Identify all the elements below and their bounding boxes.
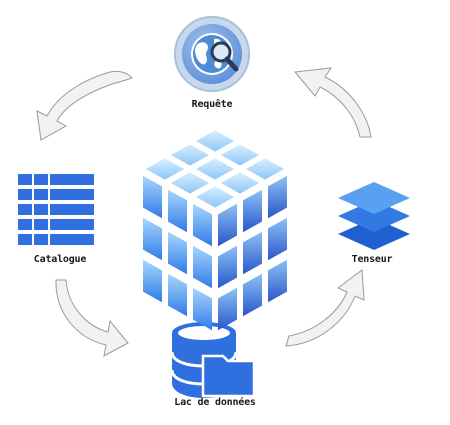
table-grid-icon <box>18 174 94 245</box>
cube-right-cell <box>243 273 262 317</box>
cube-right-cell <box>218 287 237 331</box>
cube-top-cell <box>196 158 234 180</box>
cube-right-cell <box>243 231 262 275</box>
cube-top-cell <box>221 144 259 166</box>
node-label-tensor: Tenseur <box>351 254 393 265</box>
cube-left-cell <box>193 287 212 331</box>
node-label-data-lake: Lac de données <box>174 397 256 408</box>
database-folder-icon <box>170 322 256 398</box>
arrow-catalog-to-query <box>36 70 133 141</box>
cube-left-cell <box>168 231 187 275</box>
cube-right-cell <box>268 259 287 303</box>
cube-top-cell <box>221 172 259 194</box>
cube-left-cell <box>168 189 187 233</box>
node-label-catalog: Catalogue <box>33 254 87 265</box>
cube-right-cell <box>268 175 287 219</box>
cube-left-cell <box>168 273 187 317</box>
node-label-query: Requête <box>191 99 233 110</box>
cube-top-cell <box>246 158 284 180</box>
cube-top-cell <box>196 130 234 152</box>
cube-top-cell <box>196 186 234 208</box>
cube-right-cell <box>218 203 237 247</box>
arrow-lake-to-tensor <box>285 269 365 347</box>
cube-left-cell <box>143 217 162 261</box>
cube-right-cell <box>243 189 262 233</box>
cube-left-cell <box>193 245 212 289</box>
cube-top-cell <box>171 172 209 194</box>
data-cube-icon <box>143 130 287 331</box>
cube-left-cell <box>143 259 162 303</box>
arrow-catalog-to-lake <box>55 279 129 357</box>
cube-left-cell <box>193 203 212 247</box>
cube-right-cell <box>218 245 237 289</box>
globe-search-icon <box>174 16 250 92</box>
cube-right-cell <box>268 217 287 261</box>
stacked-layers-icon <box>338 182 410 250</box>
arrow-tensor-to-query <box>294 67 372 138</box>
cube-top-cell <box>171 144 209 166</box>
cube-top-cell <box>146 158 184 180</box>
cube-left-cell <box>143 175 162 219</box>
